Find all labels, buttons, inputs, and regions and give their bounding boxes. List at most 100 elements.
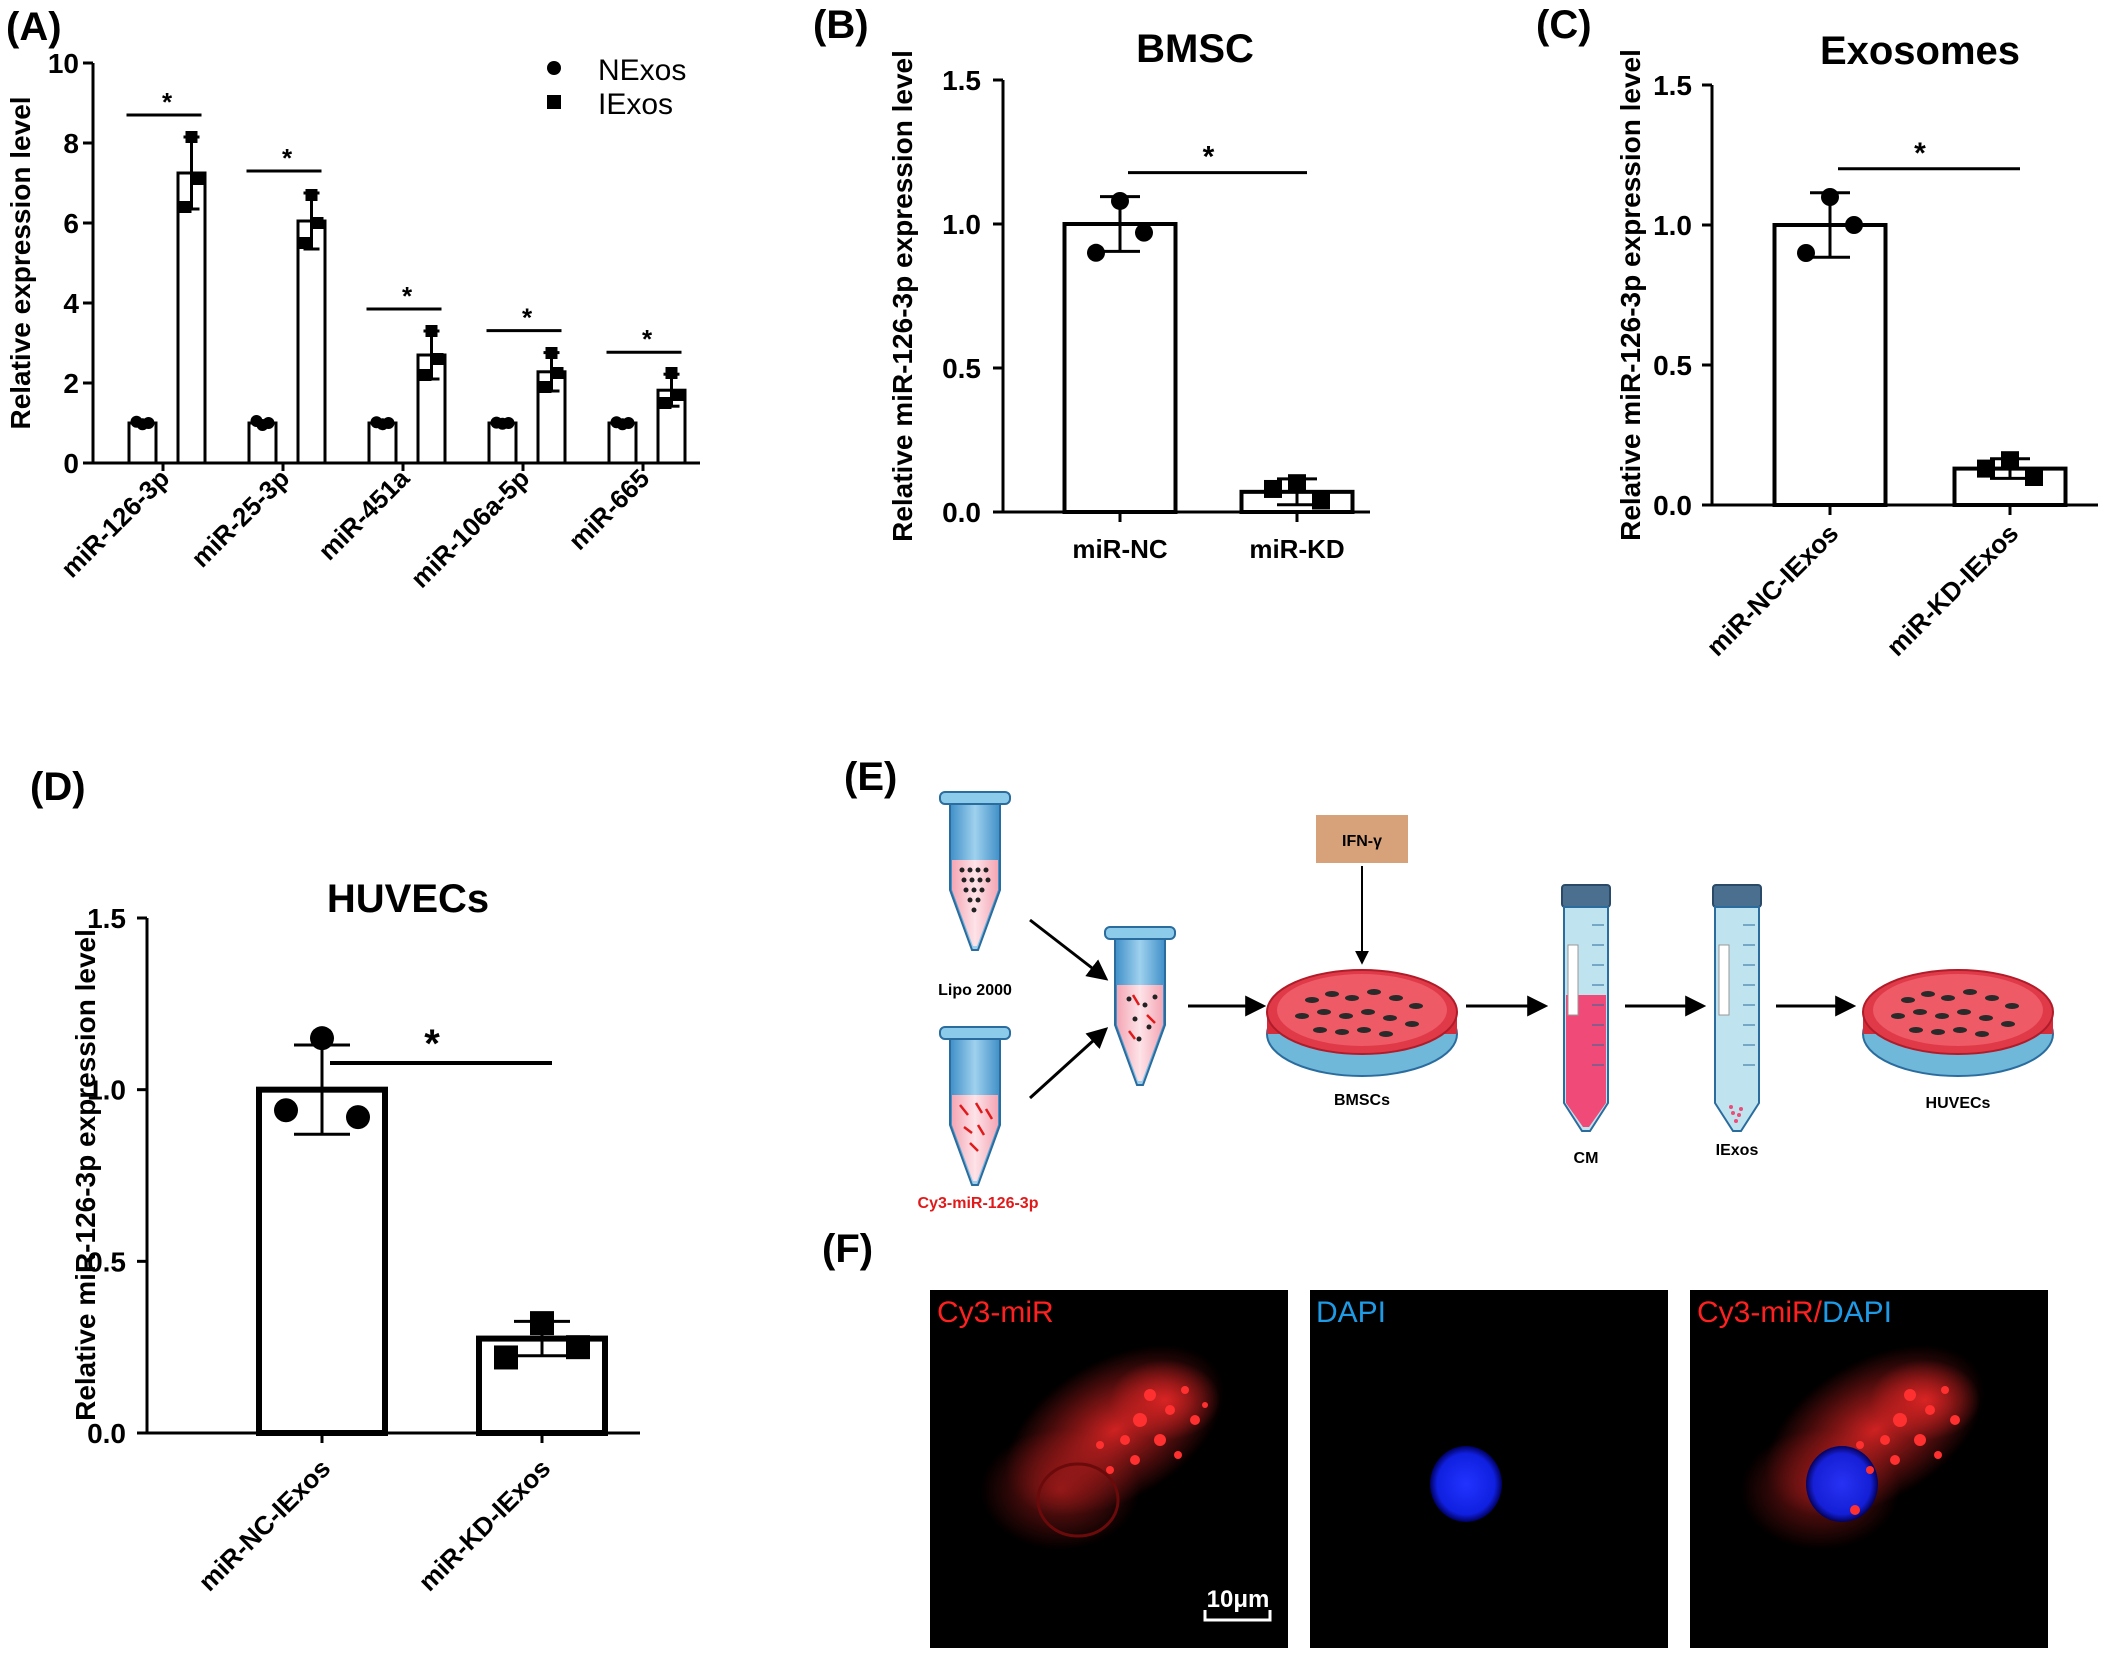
- data-point-c: [1797, 244, 1815, 262]
- arrow-cy3-mix: [1028, 1027, 1109, 1100]
- label-scale: 10μm: [1207, 1586, 1270, 1613]
- arrow-lipo-mix: [1029, 918, 1109, 981]
- tube-iexos: [1712, 884, 1762, 1132]
- category-label-d: miR-KD-IExos: [412, 1453, 556, 1597]
- bar-iexos: [296, 219, 327, 465]
- significance-star-a: *: [282, 143, 293, 173]
- label-iexos: IExos: [1716, 1142, 1759, 1159]
- category-label-b: miR-KD: [1249, 534, 1344, 564]
- chart-title-b: BMSC: [1136, 27, 1254, 71]
- label-merge-red: Cy3-miR/: [1697, 1296, 1823, 1329]
- data-point-iexos: [305, 189, 318, 201]
- y-tick-label-d: 0.5: [87, 1246, 126, 1277]
- y-tick-label-a: 4: [63, 288, 79, 319]
- significance-star-d: *: [424, 1022, 440, 1066]
- data-point-d: [494, 1345, 518, 1370]
- data-point-iexos: [191, 173, 204, 185]
- category-label-a: miR-451a: [312, 463, 415, 566]
- data-point-b: [1111, 191, 1129, 210]
- data-point-iexos: [671, 389, 684, 401]
- data-point-c: [1845, 216, 1863, 234]
- data-point-nexos: [370, 416, 383, 429]
- bar-b: [1062, 222, 1178, 514]
- data-point-c: [1821, 188, 1839, 206]
- category-label-b: miR-NC: [1072, 534, 1168, 564]
- dish-huvec: [1862, 969, 2054, 1077]
- significance-star-a: *: [162, 87, 173, 117]
- data-point-d: [310, 1026, 334, 1051]
- panel-label-a: (A): [6, 5, 62, 49]
- bar-c: [1772, 223, 1888, 507]
- y-tick-label-d: 1.0: [87, 1075, 126, 1106]
- y-tick-label-a: 0: [63, 448, 79, 479]
- panel-label-f: (F): [822, 1227, 873, 1271]
- tube-cy3: [939, 1026, 1011, 1186]
- y-tick-label-d: 0.0: [87, 1418, 126, 1449]
- label-cy3: Cy3-miR-126-3p: [918, 1195, 1039, 1212]
- data-point-nexos: [262, 417, 275, 429]
- significance-star-c: *: [1914, 137, 1926, 170]
- data-point-iexos: [311, 217, 324, 229]
- label-merge: Cy3-miR/DAPI: [1697, 1296, 1892, 1329]
- label-cm: CM: [1574, 1150, 1599, 1167]
- label-huvecs: HUVECs: [1926, 1095, 1991, 1112]
- y-tick-label-b: 0.5: [942, 353, 981, 384]
- schematic-e: Lipo 2000 Cy3-miR-126-3p IFN-γ: [918, 791, 2054, 1212]
- data-point-iexos: [539, 381, 552, 393]
- y-tick-label-b: 1.5: [942, 65, 981, 96]
- category-label-a: miR-126-3p: [55, 463, 175, 583]
- significance-star-a: *: [522, 303, 533, 333]
- data-point-c: [2001, 451, 2019, 470]
- legend-a: NExos IExos: [547, 54, 686, 121]
- micrograph-cy3: Cy3-miR 10μm: [930, 1290, 1288, 1648]
- scale-bracket: [1203, 1610, 1272, 1622]
- micrograph-merge: Cy3-miR/DAPI: [1690, 1290, 2048, 1648]
- tube-cm: [1561, 884, 1611, 1132]
- data-point-iexos: [545, 347, 558, 359]
- data-point-nexos: [142, 417, 155, 429]
- label-ifn: IFN-γ: [1342, 833, 1382, 850]
- chart-title-d: HUVECs: [327, 877, 489, 921]
- y-tick-label-a: 8: [63, 128, 79, 159]
- tube-lipo: [939, 791, 1011, 951]
- data-point-b: [1135, 223, 1153, 242]
- data-point-c: [1977, 459, 1995, 478]
- data-point-b: [1312, 491, 1330, 510]
- micrographs-f: Cy3-miR 10μm DAPI Cy3-miR/DA: [930, 1290, 2048, 1648]
- data-point-b: [1288, 474, 1306, 493]
- category-label-d: miR-NC-IExos: [192, 1453, 336, 1597]
- ifn-box: [1316, 815, 1408, 863]
- y-tick-label-c: 1.5: [1653, 70, 1692, 101]
- label-dapi: DAPI: [1316, 1296, 1386, 1329]
- micrograph-dapi: DAPI: [1310, 1290, 1668, 1648]
- dish-bmsc: [1266, 969, 1458, 1077]
- bar-d: [256, 1086, 388, 1436]
- data-point-b: [1087, 243, 1105, 262]
- y-tick-label-b: 0.0: [942, 497, 981, 528]
- y-axis-label-b: Relative miR-126-3p expression level: [887, 50, 918, 542]
- data-point-iexos: [419, 369, 432, 381]
- data-point-iexos: [179, 201, 192, 213]
- data-point-b: [1264, 479, 1282, 498]
- y-tick-label-d: 1.5: [87, 903, 126, 934]
- data-point-iexos: [659, 397, 672, 409]
- category-label-a: miR-106a-5p: [405, 463, 536, 594]
- y-axis-label-a: Relative expression level: [5, 96, 36, 429]
- panel-label-e: (E): [844, 755, 897, 799]
- tube-mix: [1104, 926, 1176, 1086]
- category-label-a: miR-25-3p: [185, 463, 295, 573]
- category-label-a: miR-665: [563, 463, 656, 556]
- data-point-d: [530, 1311, 554, 1336]
- data-point-nexos: [610, 416, 623, 429]
- data-point-iexos: [431, 353, 444, 365]
- significance-star-a: *: [402, 281, 413, 311]
- data-point-iexos: [185, 131, 198, 143]
- panel-label-c: (C): [1536, 3, 1592, 47]
- y-axis-label-c: Relative miR-126-3p expression level: [1615, 49, 1646, 541]
- data-point-iexos: [299, 237, 312, 249]
- y-tick-label-a: 10: [48, 48, 79, 79]
